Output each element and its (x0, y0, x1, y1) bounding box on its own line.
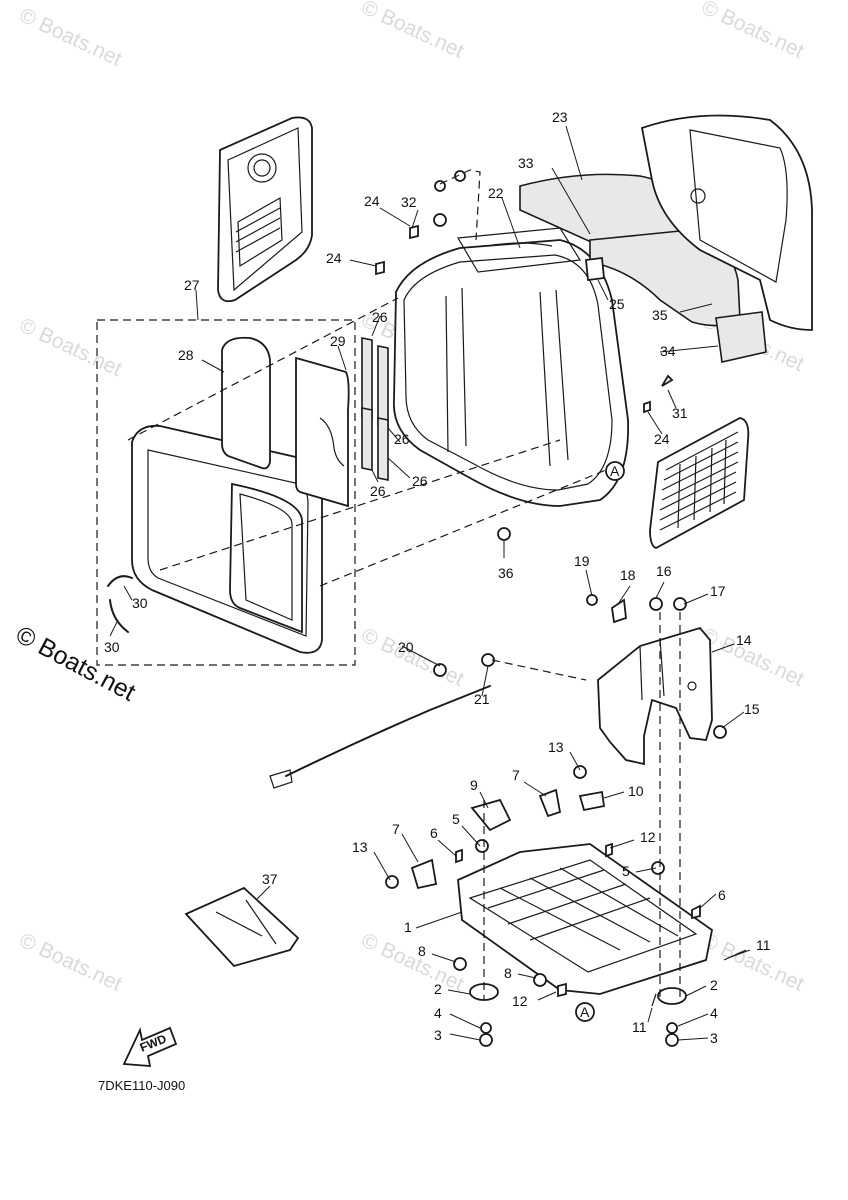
callout: 24 (326, 250, 342, 266)
base-tray (457, 843, 713, 995)
hardware-parts (375, 170, 747, 1047)
side-cover-right (640, 114, 813, 331)
callout: 31 (672, 405, 688, 421)
callout: 35 (652, 307, 668, 323)
callout: 11 (632, 1019, 647, 1035)
grille-right (649, 417, 750, 549)
callout: 26 (394, 431, 410, 447)
callout: 2 (710, 977, 718, 993)
leader-lines (109, 125, 751, 1041)
callout: 3 (710, 1030, 718, 1046)
callout: 3 (434, 1027, 442, 1043)
cable-20 (269, 685, 491, 789)
callout: 26 (372, 309, 388, 325)
mat-37 (184, 886, 300, 968)
callout: 15 (744, 701, 760, 717)
callout: 36 (498, 565, 514, 581)
callout: 28 (178, 347, 194, 363)
callout: 23 (552, 109, 568, 125)
callout: 14 (736, 632, 752, 648)
watermark: © Boats.net (358, 929, 468, 996)
callout: 4 (434, 1005, 442, 1021)
ref-marker-a-lower: A (575, 1002, 595, 1022)
bracket-frame (597, 626, 713, 766)
callout: 19 (574, 553, 590, 569)
strips-26 (361, 337, 389, 481)
callout: 21 (474, 691, 490, 707)
callout: 24 (654, 431, 670, 447)
front-panel (131, 424, 323, 654)
callout: 27 (184, 277, 200, 293)
callout: 8 (504, 965, 512, 981)
callout: 2 (434, 981, 442, 997)
foam-pieces (221, 336, 350, 508)
callout: 10 (628, 783, 644, 799)
watermark: © Boats.net (358, 624, 468, 691)
callout: 32 (401, 194, 417, 210)
fwd-arrow-icon: FWD (122, 1026, 178, 1067)
svg-text:A: A (580, 1004, 590, 1020)
group-27-box (96, 319, 356, 666)
callout: 9 (470, 777, 478, 793)
clips-30 (107, 575, 133, 633)
callout: 4 (710, 1005, 718, 1021)
watermark: © Boats.net (698, 624, 808, 691)
callout: 29 (330, 333, 346, 349)
ref-marker-a-upper: A (605, 461, 625, 481)
watermark: © Boats.net (16, 4, 126, 71)
watermark: © Boats.net (358, 0, 468, 63)
callout: 16 (656, 563, 672, 579)
watermark-large: © Boats.net (11, 621, 140, 707)
callout: 18 (620, 567, 636, 583)
callout: 30 (132, 595, 148, 611)
callout: 20 (398, 639, 414, 655)
callout: 26 (370, 483, 386, 499)
watermark: © Boats.net (16, 929, 126, 996)
callout: 8 (418, 943, 426, 959)
callout: 1 (404, 919, 412, 935)
housing-main (393, 227, 629, 507)
watermark: © Boats.net (698, 0, 808, 63)
callout: 5 (452, 811, 460, 827)
callout: 25 (609, 296, 625, 312)
callout: 6 (718, 887, 726, 903)
callout: 22 (488, 185, 504, 201)
callout-labels: 23 33 22 32 24 24 27 25 35 26 29 28 34 3… (104, 109, 771, 1046)
callout: 13 (352, 839, 368, 855)
callout: 7 (512, 767, 520, 783)
callout: 5 (622, 863, 630, 879)
callout: 37 (262, 871, 278, 887)
callout: 30 (104, 639, 120, 655)
callout: 11 (756, 937, 771, 953)
callout: 33 (518, 155, 534, 171)
callout: 13 (548, 739, 564, 755)
callout: 12 (512, 993, 528, 1009)
callout: 7 (392, 821, 400, 837)
callout: 34 (660, 343, 676, 359)
watermark: © Boats.net (16, 314, 126, 381)
callout: 26 (412, 473, 428, 489)
callout: 6 (430, 825, 438, 841)
svg-text:A: A (610, 463, 620, 479)
callout: 17 (710, 583, 726, 599)
callout: 24 (364, 193, 380, 209)
callout: 12 (640, 829, 656, 845)
diagram-code: 7DKE110-J090 (98, 1078, 185, 1093)
side-panel-rear (217, 116, 313, 303)
